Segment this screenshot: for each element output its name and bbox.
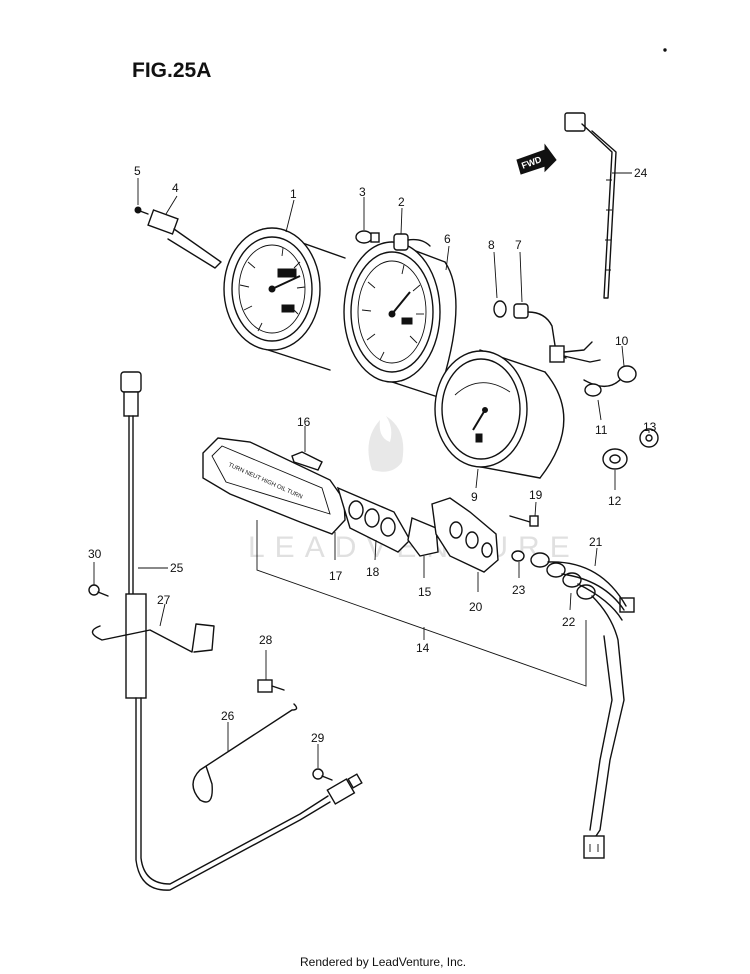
tachometer-gauge[interactable] <box>223 227 346 371</box>
fuel-gauge[interactable] <box>434 349 565 479</box>
socket-2[interactable] <box>393 233 431 251</box>
callout-23: 23 <box>512 583 526 597</box>
bulb-3[interactable] <box>355 230 380 244</box>
callout-4: 4 <box>172 181 179 195</box>
callout-28: 28 <box>259 633 273 647</box>
callout-27: 27 <box>157 593 171 607</box>
callout-14: 14 <box>416 641 430 655</box>
callout-7: 7 <box>515 238 522 252</box>
callout-24: 24 <box>634 166 648 180</box>
callout-20: 20 <box>469 600 483 614</box>
band-24[interactable] <box>564 112 617 299</box>
screw-29[interactable] <box>312 768 333 781</box>
bulb-23[interactable] <box>511 550 525 562</box>
indicator-panel-17[interactable]: TURN NEUT HIGH OIL TURN <box>202 437 346 535</box>
callout-8: 8 <box>488 238 495 252</box>
washer-13[interactable] <box>639 428 659 448</box>
callout-18: 18 <box>366 565 380 579</box>
bolt-28[interactable] <box>257 679 285 693</box>
callout-19: 19 <box>529 488 543 502</box>
callout-26: 26 <box>221 709 235 723</box>
callout-10: 10 <box>615 334 629 348</box>
cable-guide-27[interactable] <box>91 623 215 653</box>
footer-credit: Rendered by LeadVenture, Inc. <box>300 955 466 969</box>
callout-9: 9 <box>471 490 478 504</box>
cable-fitting[interactable] <box>147 209 222 269</box>
bulb-8[interactable] <box>493 300 507 318</box>
screw-5[interactable] <box>134 206 149 215</box>
bolt-30[interactable] <box>88 584 109 597</box>
callout-16: 16 <box>297 415 311 429</box>
figure-title: FIG.25A <box>132 59 211 82</box>
speedometer-cable-25[interactable] <box>120 371 363 891</box>
speedometer-gauge[interactable] <box>343 241 457 398</box>
callout-12: 12 <box>608 494 622 508</box>
callout-21: 21 <box>589 535 603 549</box>
callout-25: 25 <box>170 561 184 575</box>
callout-1: 1 <box>290 187 297 201</box>
bulb-11[interactable] <box>584 383 602 397</box>
holder-15[interactable] <box>407 517 439 557</box>
callout-13: 13 <box>643 420 657 434</box>
callout-17: 17 <box>329 569 343 583</box>
callout-22: 22 <box>562 615 576 629</box>
callout-30: 30 <box>88 547 102 561</box>
housing-20[interactable] <box>431 497 499 573</box>
callout-2: 2 <box>398 195 405 209</box>
fwd-arrow: FWD <box>516 143 557 175</box>
harness-21[interactable] <box>530 552 635 859</box>
stray-mark <box>663 48 667 52</box>
callout-29: 29 <box>311 731 325 745</box>
callout-11: 11 <box>595 423 608 437</box>
gasket-18[interactable] <box>336 486 411 553</box>
screw-19[interactable] <box>509 515 539 527</box>
clamp-26[interactable] <box>192 703 298 803</box>
callout-3: 3 <box>359 185 366 199</box>
callout-5: 5 <box>134 164 141 178</box>
nut-12[interactable] <box>602 448 628 470</box>
clip-16[interactable] <box>291 451 323 471</box>
socket-7[interactable] <box>513 303 567 359</box>
callout-6: 6 <box>444 232 451 246</box>
callout-15: 15 <box>418 585 432 599</box>
assembly-bracket-14 <box>256 520 587 687</box>
connector-10[interactable] <box>549 341 637 388</box>
